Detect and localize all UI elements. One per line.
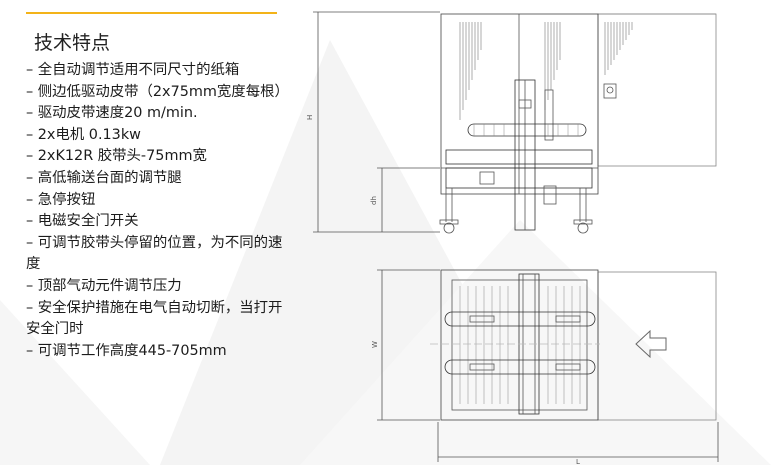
dimension-label-h: H bbox=[306, 115, 314, 120]
feature-item: – 安全保护措施在电气自动切断，当打开安全门时 bbox=[26, 299, 283, 338]
feature-item: – 侧边低驱动皮带（2x75mm宽度每根） bbox=[26, 83, 289, 100]
feature-item: – 高低输送台面的调节腿 bbox=[26, 169, 182, 186]
feature-item: – 2xK12R 胶带头-75mm宽 bbox=[26, 148, 207, 165]
dimension-label-w: W bbox=[371, 341, 379, 348]
feature-item: – 顶部气动元件调节压力 bbox=[26, 277, 182, 294]
section-title: 技术特点 bbox=[34, 32, 111, 54]
feature-item: – 电磁安全门开关 bbox=[26, 213, 139, 230]
feature-item: – 可调节工作高度445-705mm bbox=[26, 342, 227, 359]
dimension-label-dh: dh bbox=[370, 196, 378, 205]
title-accent-line bbox=[26, 12, 277, 14]
feature-item: – 2x电机 0.13kw bbox=[26, 126, 141, 143]
feature-item: – 全自动调节适用不同尺寸的纸箱 bbox=[26, 62, 240, 78]
top-view-drawing bbox=[377, 269, 719, 462]
feature-item: – 急停按钮 bbox=[26, 191, 96, 208]
dimension-label-l: L bbox=[576, 458, 580, 465]
front-view-drawing bbox=[313, 11, 717, 234]
feature-list: – 全自动调节适用不同尺寸的纸箱 – 侧边低驱动皮带（2x75mm宽度每根） –… bbox=[26, 60, 294, 362]
feature-item: – 可调节胶带头停留的位置，为不同的速度 bbox=[26, 234, 283, 273]
technical-drawings: H dh W L bbox=[300, 0, 771, 465]
feature-item: – 驱动皮带速度20 m/min. bbox=[26, 105, 198, 122]
